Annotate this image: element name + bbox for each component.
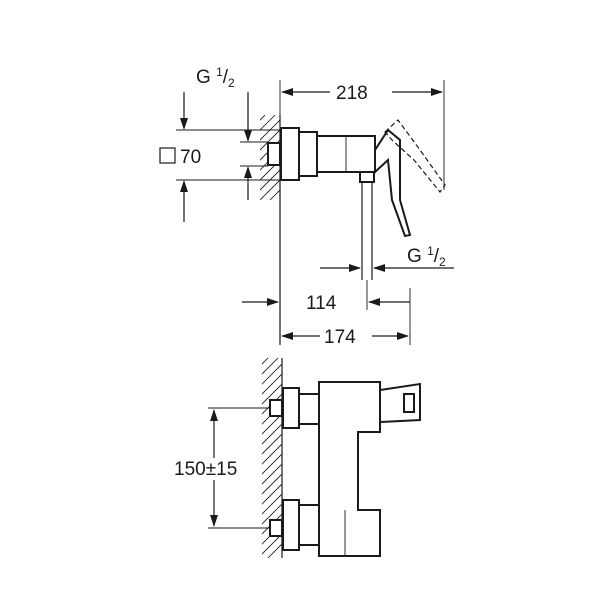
dimension-174: 174 — [281, 288, 411, 348]
svg-text:70: 70 — [180, 147, 201, 168]
dimension-150: 150±15 — [170, 407, 270, 529]
dimension-218: 218 — [279, 80, 445, 190]
square-dimension: 70 — [159, 92, 281, 222]
thread-label-right: G 1/2 — [320, 244, 454, 272]
thread-label-left: G 1/2 — [196, 65, 268, 200]
svg-text:218: 218 — [336, 83, 368, 104]
dimension-114: 114 — [242, 280, 410, 314]
svg-text:174: 174 — [324, 327, 356, 348]
mixer-body-front — [269, 381, 421, 557]
svg-text:G 1/2: G 1/2 — [407, 244, 446, 269]
svg-text:114: 114 — [306, 293, 337, 314]
mixer-body-top — [267, 119, 446, 280]
svg-text:150±15: 150±15 — [174, 459, 237, 480]
svg-text:G 1/2: G 1/2 — [196, 65, 235, 90]
front-view: 150±15 — [170, 358, 421, 558]
top-view: G 1/2 70 218 — [159, 65, 454, 348]
